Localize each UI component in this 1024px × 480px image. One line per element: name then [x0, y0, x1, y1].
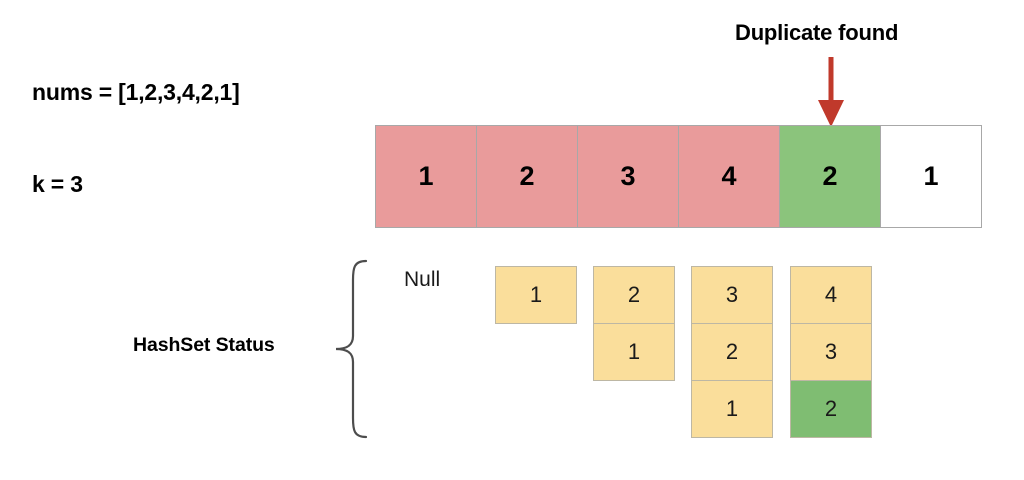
down-arrow-icon	[818, 57, 844, 127]
hashset-cell[interactable]: 3	[691, 266, 773, 324]
hashset-null-label: Null	[404, 268, 441, 291]
array-cell[interactable]: 2	[779, 125, 881, 228]
hashset-cell[interactable]: 1	[495, 266, 577, 324]
curly-brace-icon	[335, 259, 368, 439]
hashset-status-label: HashSet Status	[133, 334, 275, 356]
array-cell[interactable]: 1	[880, 125, 982, 228]
hashset-cell[interactable]: 4	[790, 266, 872, 324]
hashset-cell[interactable]: 3	[790, 323, 872, 381]
hashset-cell[interactable]: 1	[691, 380, 773, 438]
k-declaration: k = 3	[32, 170, 83, 197]
hashset-duplicate-cell[interactable]: 2	[790, 380, 872, 438]
hashset-column: 1	[495, 266, 577, 324]
nums-declaration: nums = [1,2,3,4,2,1]	[32, 79, 240, 106]
duplicate-found-label: Duplicate found	[735, 20, 899, 45]
hashset-cell[interactable]: 1	[593, 323, 675, 381]
hashset-cell[interactable]: 2	[593, 266, 675, 324]
hashset-cell[interactable]: 2	[691, 323, 773, 381]
array-cell[interactable]: 2	[476, 125, 578, 228]
array-cell[interactable]: 4	[678, 125, 780, 228]
array-cell[interactable]: 1	[375, 125, 477, 228]
problem-statement: nums = [1,2,3,4,2,1] k = 3	[32, 16, 240, 261]
array-cell[interactable]: 3	[577, 125, 679, 228]
